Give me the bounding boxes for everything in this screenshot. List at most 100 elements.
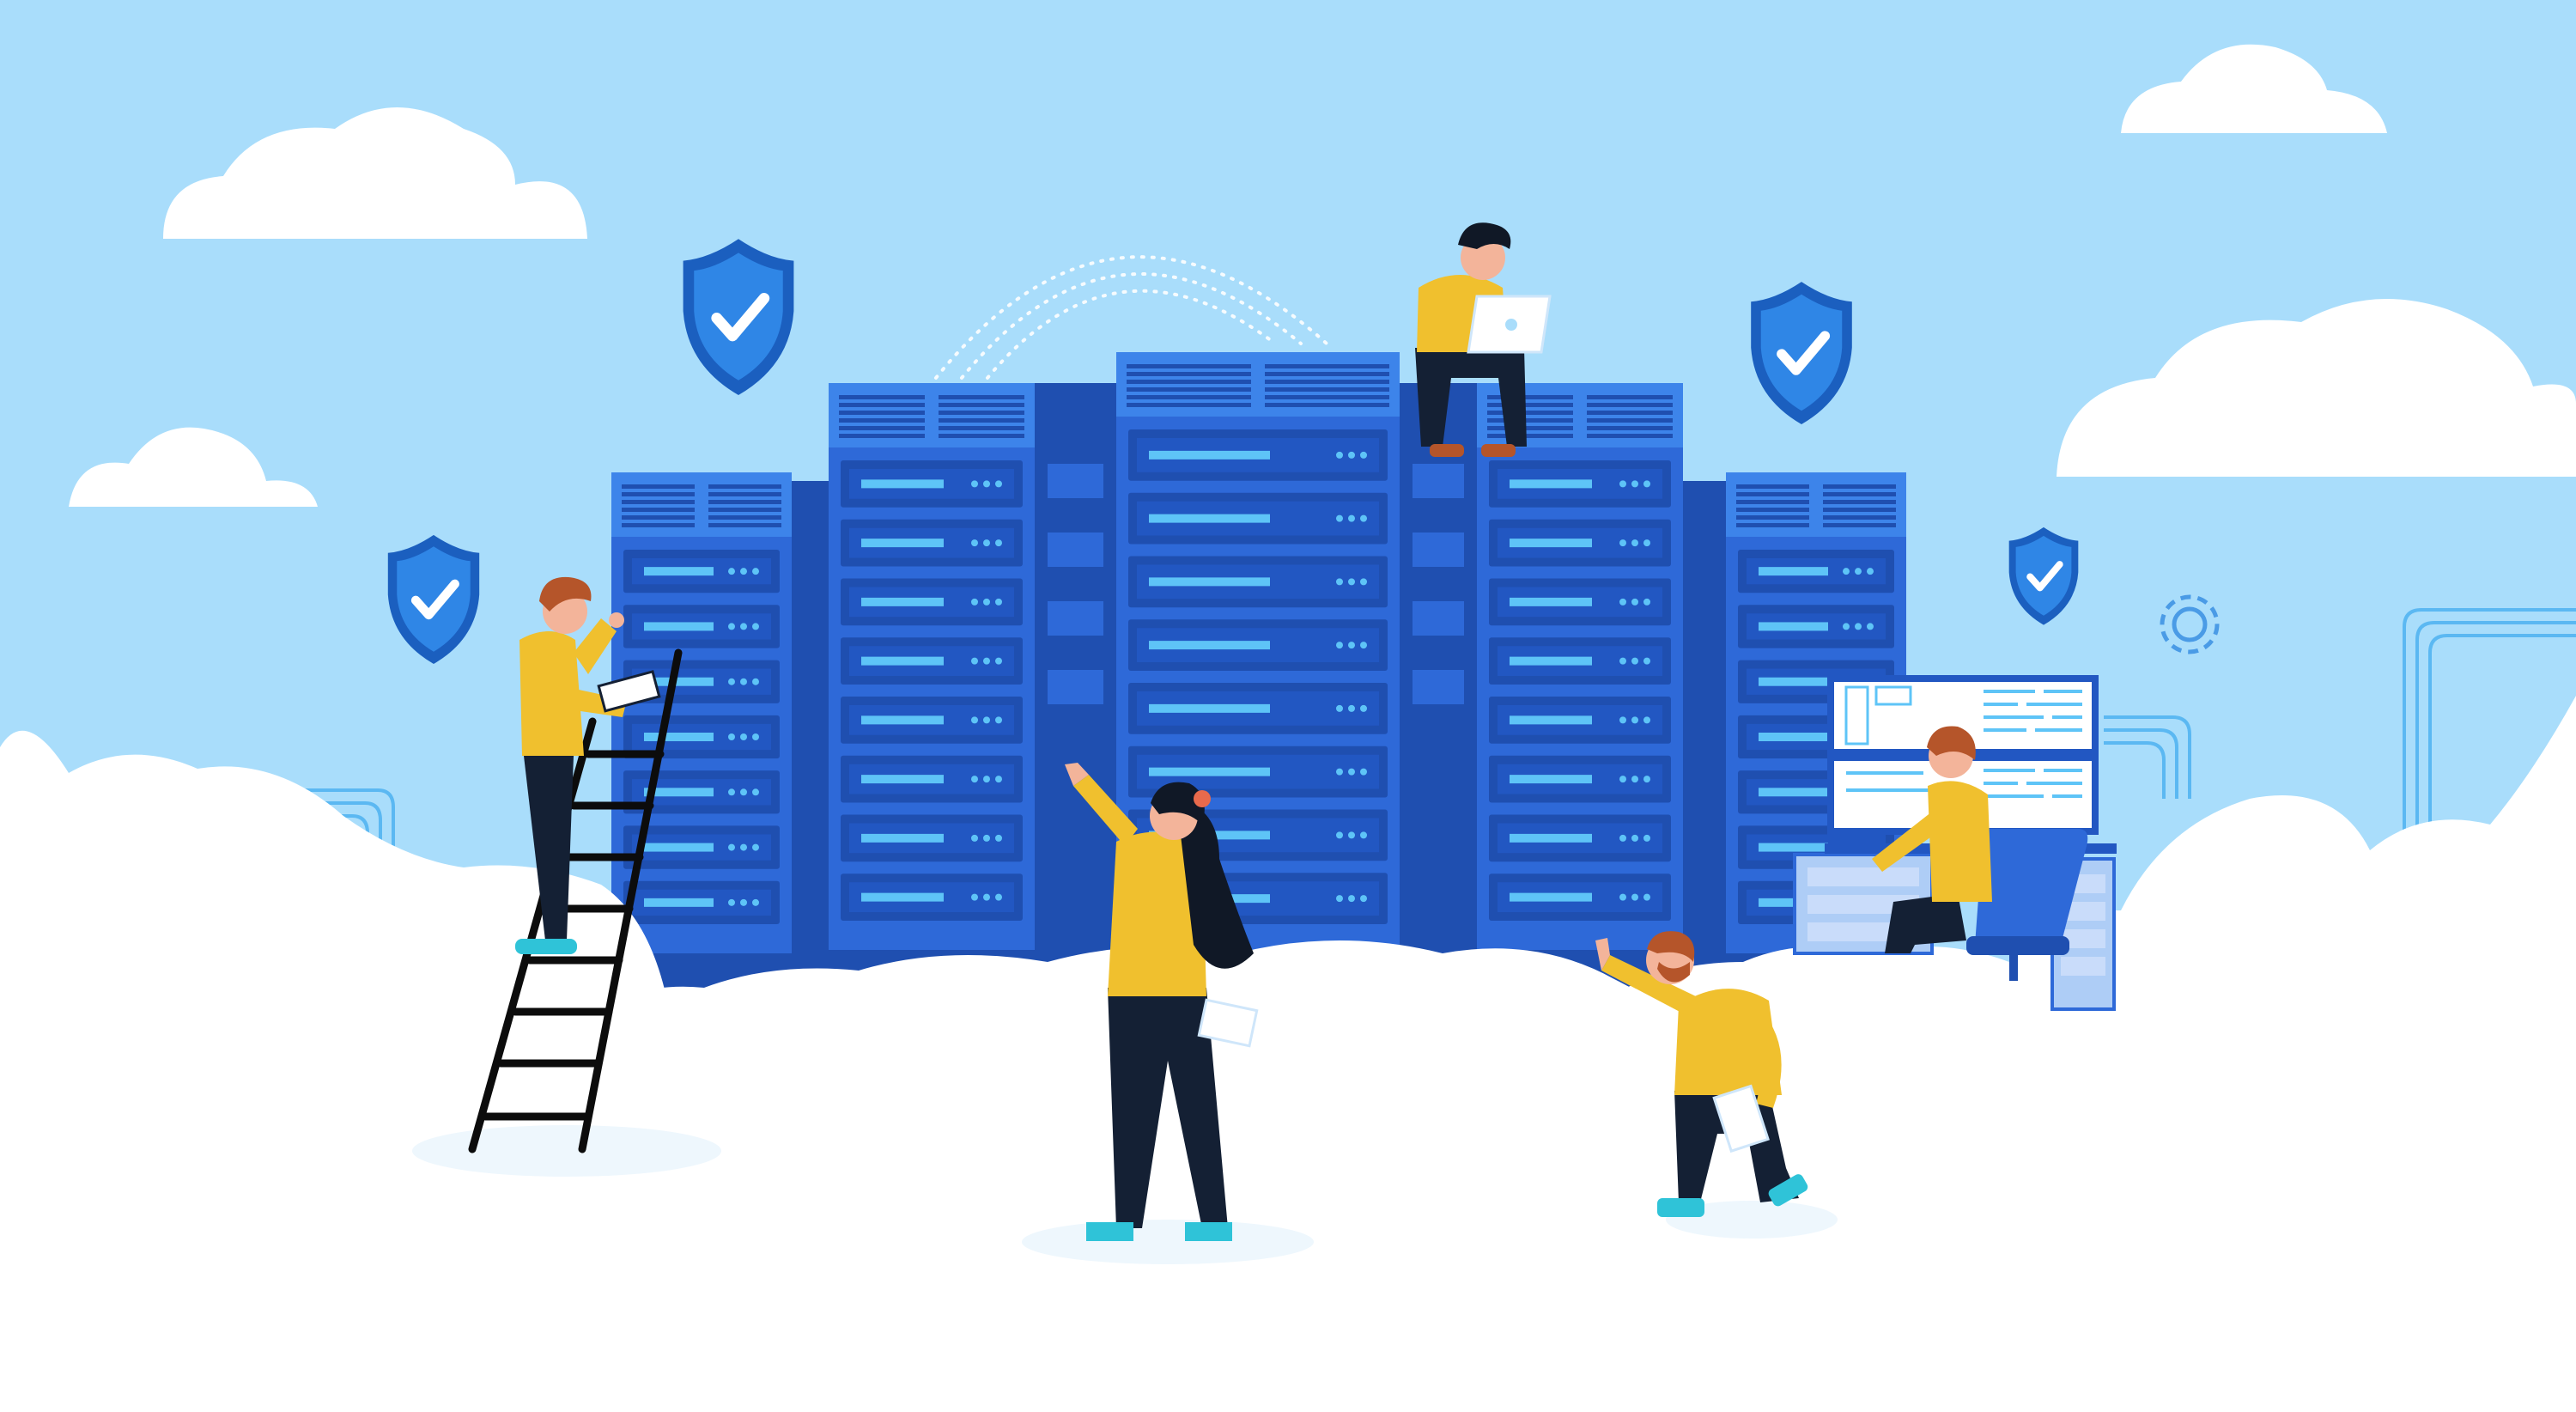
server-led-dot xyxy=(1631,834,1638,842)
shield-check-icon xyxy=(2008,526,2079,625)
rack-vent-line xyxy=(1127,364,1251,368)
server-led-dot xyxy=(1631,657,1638,665)
server-led-bar xyxy=(1510,656,1592,666)
server-led-dot xyxy=(1336,642,1343,649)
server-led-dot xyxy=(1643,834,1650,842)
rack-vent-line xyxy=(708,508,781,512)
rack-side-slot xyxy=(1048,601,1103,636)
server-led-dot xyxy=(995,834,1002,842)
rack-vent-line xyxy=(1127,387,1251,392)
server-led-dot xyxy=(1631,776,1638,783)
rack-vent-line xyxy=(839,434,925,438)
server-led-dot xyxy=(1336,831,1343,839)
rack-vent-line xyxy=(1736,508,1809,512)
server-led-dot xyxy=(1867,568,1874,575)
rack-vent-line xyxy=(839,411,925,415)
server-led-dot xyxy=(740,678,747,685)
server-led-bar xyxy=(1759,788,1828,797)
rack-side-slot xyxy=(1413,601,1464,636)
rack-vent-line xyxy=(1265,387,1389,392)
server-led-bar xyxy=(1149,703,1270,713)
rack-vent-line xyxy=(1736,515,1809,520)
server-led-bar xyxy=(1759,843,1828,852)
server-led-dot xyxy=(971,657,978,665)
rack-side-slot xyxy=(1413,464,1464,498)
rack-vent-line xyxy=(939,411,1024,415)
server-led-dot xyxy=(983,657,990,665)
rack-vent-line xyxy=(1823,515,1896,520)
rack-vent-line xyxy=(1487,418,1573,423)
server-led-dot xyxy=(1631,598,1638,606)
rack-vent-line xyxy=(1127,372,1251,376)
server-led-dot xyxy=(1336,768,1343,776)
server-led-bar xyxy=(1510,715,1592,725)
rack-vent-line xyxy=(622,484,695,489)
rack-vent-line xyxy=(839,418,925,423)
server-led-dot xyxy=(1348,578,1355,586)
rack-side-panel xyxy=(1683,481,1726,953)
server-led-dot xyxy=(1336,451,1343,459)
server-led-bar xyxy=(1510,597,1592,606)
server-led-bar xyxy=(1149,577,1270,587)
rack-vent-line xyxy=(1487,426,1573,430)
rack-vent-line xyxy=(939,395,1024,399)
server-led-dot xyxy=(1619,834,1626,842)
server-led-bar xyxy=(861,715,944,725)
server-led-dot xyxy=(752,898,759,906)
server-led-bar xyxy=(1149,450,1270,460)
cloud-top-left xyxy=(163,107,587,239)
server-led-bar xyxy=(1149,767,1270,776)
rack-vent-line xyxy=(939,434,1024,438)
rack-vent-line xyxy=(1127,403,1251,407)
server-led-dot xyxy=(1619,893,1626,901)
server-led-bar xyxy=(644,622,714,631)
server-led-dot xyxy=(1336,895,1343,903)
server-led-bar xyxy=(1759,567,1828,576)
server-led-dot xyxy=(1867,623,1874,630)
server-led-dot xyxy=(995,539,1002,547)
rack-vent-line xyxy=(1736,500,1809,504)
server-led-dot xyxy=(752,678,759,685)
server-led-dot xyxy=(983,834,990,842)
server-led-dot xyxy=(1348,768,1355,776)
server-led-bar xyxy=(1510,892,1592,902)
server-led-bar xyxy=(1510,539,1592,548)
server-led-dot xyxy=(1360,514,1367,522)
server-led-dot xyxy=(740,788,747,796)
server-led-bar xyxy=(1149,641,1270,650)
server-led-bar xyxy=(644,843,714,852)
rack-vent-line xyxy=(939,426,1024,430)
server-led-dot xyxy=(752,788,759,796)
server-led-dot xyxy=(1619,776,1626,783)
server-led-dot xyxy=(995,716,1002,724)
server-led-dot xyxy=(1643,598,1650,606)
rack-vent-line xyxy=(1823,523,1896,527)
server-led-dot xyxy=(1336,578,1343,586)
server-led-dot xyxy=(1360,831,1367,839)
server-led-bar xyxy=(1510,479,1592,489)
rack-vent-line xyxy=(1487,403,1573,407)
server-led-bar xyxy=(644,788,714,797)
server-led-dot xyxy=(995,598,1002,606)
server-led-bar xyxy=(644,567,714,576)
rack-side-slot xyxy=(1048,464,1103,498)
person-at-monitors xyxy=(1872,726,1992,953)
rack-vent-line xyxy=(1587,426,1673,430)
server-led-dot xyxy=(1360,768,1367,776)
server-led-dot xyxy=(971,598,978,606)
server-led-dot xyxy=(995,657,1002,665)
person-pointing xyxy=(1065,763,1259,1241)
rack-side-slot xyxy=(1413,670,1464,704)
server-led-dot xyxy=(983,539,990,547)
server-led-bar xyxy=(644,898,714,907)
server-led-dot xyxy=(983,598,990,606)
rack-vent-line xyxy=(1265,372,1389,376)
rack-vent-line xyxy=(1265,395,1389,399)
server-led-dot xyxy=(740,623,747,630)
person-kneeling xyxy=(1595,931,1808,1217)
server-led-bar xyxy=(644,677,714,686)
server-led-dot xyxy=(1631,716,1638,724)
rack-vent-line xyxy=(1587,403,1673,407)
server-led-bar xyxy=(861,597,944,606)
server-led-dot xyxy=(752,623,759,630)
